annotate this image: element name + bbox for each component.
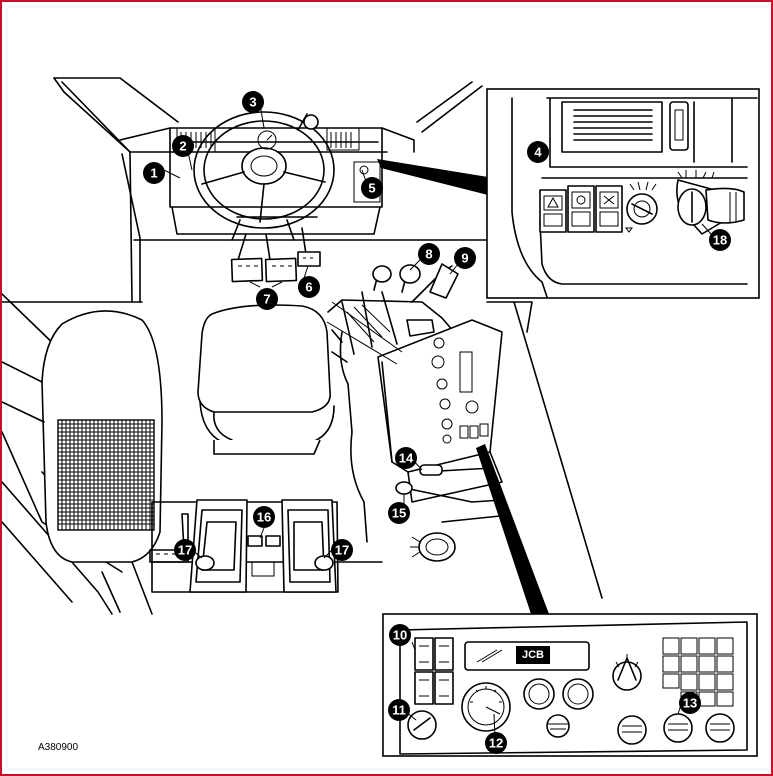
brake-pedals: [230, 233, 298, 283]
callout-13: 13: [679, 692, 701, 714]
callout-6: 6: [298, 276, 320, 298]
callout-4: 4: [527, 141, 549, 163]
callout-2: 2: [172, 135, 194, 157]
callout-9: 9: [454, 247, 476, 269]
svg-text:7: 7: [263, 292, 270, 307]
svg-text:8: 8: [425, 247, 432, 262]
callout-16: 16: [253, 506, 275, 528]
svg-text:2: 2: [179, 139, 186, 154]
inset-dashboard-switches: [486, 88, 760, 299]
svg-text:13: 13: [683, 696, 697, 711]
steering-wheel: [193, 111, 335, 229]
right-console: [327, 299, 503, 543]
inset-side-console: [382, 613, 758, 757]
figure-reference: A380900: [38, 742, 79, 753]
svg-text:11: 11: [392, 703, 406, 718]
callout-10: 10: [389, 624, 411, 646]
svg-text:17: 17: [178, 543, 192, 558]
callout-18: 18: [709, 229, 731, 251]
accelerator-pedal: [297, 227, 321, 267]
svg-text:9: 9: [461, 251, 468, 266]
svg-text:6: 6: [305, 280, 312, 295]
jcb-logo-text: JCB: [522, 649, 544, 661]
svg-text:15: 15: [392, 506, 406, 521]
callout-15: 15: [388, 502, 410, 524]
svg-text:3: 3: [249, 95, 256, 110]
callout-12: 12: [485, 732, 507, 754]
svg-text:16: 16: [257, 510, 271, 525]
svg-text:1: 1: [150, 166, 157, 181]
callout-1: 1: [143, 162, 165, 184]
svg-text:17: 17: [335, 543, 349, 558]
hand-throttle: [419, 464, 493, 476]
detail-leaders: [377, 159, 549, 614]
door-panel: [2, 310, 163, 563]
svg-text:12: 12: [489, 736, 503, 751]
callout-17-left: 17: [174, 539, 196, 561]
svg-text:10: 10: [393, 628, 407, 643]
svg-text:18: 18: [713, 233, 727, 248]
callout-3: 3: [242, 91, 264, 113]
svg-text:5: 5: [368, 181, 375, 196]
rotary-knob-floor: [410, 532, 456, 562]
floor-pedals: [149, 499, 339, 593]
svg-text:14: 14: [399, 451, 414, 466]
callout-11: 11: [388, 699, 410, 721]
callout-8: 8: [418, 243, 440, 265]
callout-5: 5: [361, 177, 383, 199]
callout-7: 7: [256, 288, 278, 310]
callout-14: 14: [395, 447, 417, 469]
svg-text:4: 4: [534, 145, 542, 160]
jcb-logo: JCB: [516, 646, 550, 664]
callout-17-right: 17: [331, 539, 353, 561]
operator-seat: [197, 304, 348, 455]
